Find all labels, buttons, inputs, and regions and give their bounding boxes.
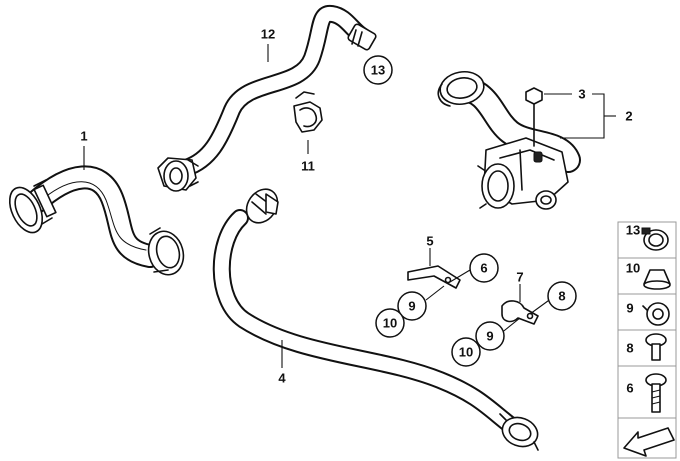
short-bolt-icon	[645, 333, 667, 361]
hose-part-4[interactable]	[212, 183, 542, 451]
callout-labels: 1 12 11 4 5 7 3 2 13 6 9 10 8 9 10	[80, 27, 632, 386]
clip-part-11[interactable]	[293, 91, 323, 133]
bolt-part-3[interactable]	[525, 87, 543, 147]
legend-label-9: 9	[626, 301, 633, 316]
legend-label-8: 8	[626, 341, 633, 356]
callout-10a: 10	[383, 316, 397, 331]
legend-label-6: 6	[626, 381, 633, 396]
legend-label-10: 10	[626, 261, 640, 276]
callout-2: 2	[625, 109, 632, 124]
nut-icon	[643, 269, 671, 290]
direction-arrow-icon	[623, 427, 675, 457]
hose-part-1[interactable]	[3, 165, 188, 278]
callout-4: 4	[278, 371, 286, 386]
hose-clamp-icon	[641, 227, 669, 251]
legend-label-13: 13	[626, 223, 640, 238]
callout-6: 6	[480, 261, 487, 276]
long-bolt-icon	[645, 373, 667, 413]
callout-7: 7	[516, 270, 523, 285]
bracket-part-5[interactable]	[407, 265, 461, 289]
callout-11: 11	[301, 159, 315, 174]
clip-icon	[642, 302, 670, 326]
parts-legend: 13 10 9 8 6	[617, 221, 677, 459]
clamp-part-7[interactable]	[501, 300, 539, 325]
callout-5: 5	[426, 234, 433, 249]
callout-9b: 9	[486, 329, 493, 344]
callout-13: 13	[371, 63, 385, 78]
callout-10b: 10	[459, 345, 473, 360]
callout-8: 8	[558, 289, 565, 304]
callout-9a: 9	[408, 299, 415, 314]
thermostat-assembly-part-2[interactable]	[437, 68, 581, 210]
hose-part-12[interactable]	[157, 5, 377, 192]
callout-12: 12	[261, 27, 275, 42]
callout-1: 1	[80, 129, 87, 144]
callout-3: 3	[578, 87, 585, 102]
